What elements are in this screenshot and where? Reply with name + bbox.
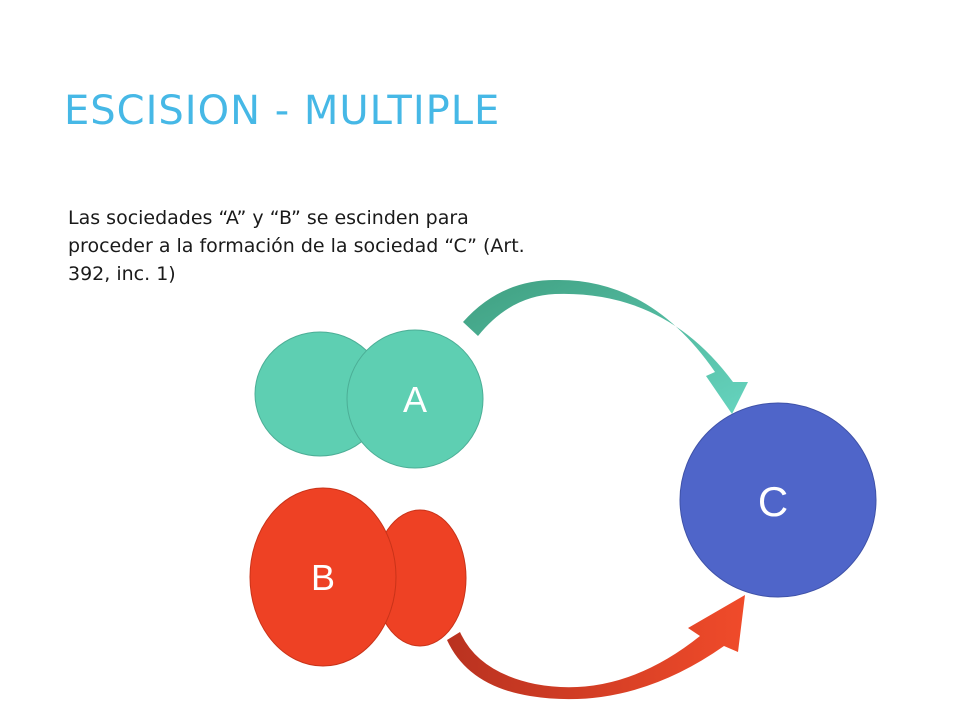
description-line-2: proceder a la formación de la sociedad “… bbox=[68, 235, 525, 257]
slide-title: ESCISION - MULTIPLE bbox=[64, 88, 501, 134]
company-c-node bbox=[679, 402, 877, 598]
company-a-node bbox=[346, 329, 484, 469]
company-a-label: A bbox=[403, 379, 427, 420]
company-b-label: B bbox=[311, 557, 335, 598]
description-text: Las sociedades “A” y “B” se escinden par… bbox=[68, 204, 668, 288]
description-line-1: Las sociedades “A” y “B” se escinden par… bbox=[68, 207, 469, 229]
company-b-node bbox=[249, 487, 397, 667]
arrow-b-to-c bbox=[447, 595, 745, 700]
description-line-3: 392, inc. 1) bbox=[68, 263, 176, 285]
arrow-a-to-c bbox=[463, 279, 748, 414]
company-c-label: C bbox=[758, 478, 788, 525]
